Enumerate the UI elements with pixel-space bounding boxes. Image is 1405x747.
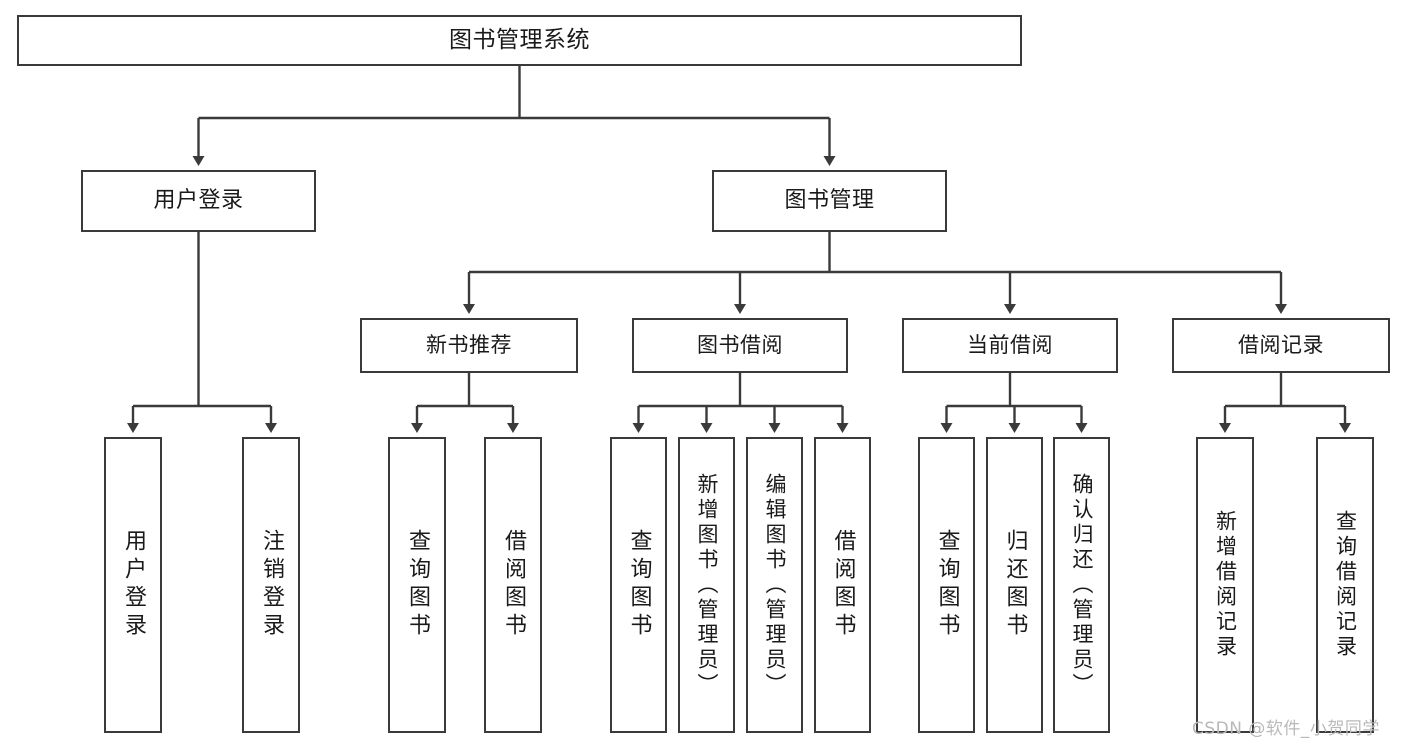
node-leaf-11[interactable]: 新增借阅记录	[1196, 437, 1254, 733]
node-leaf-12[interactable]: 查询借阅记录	[1316, 437, 1374, 733]
node-leaf-2-label: 查询图书	[405, 529, 430, 641]
node-leaf-8[interactable]: 查询图书	[918, 437, 975, 733]
node-leaf-7-label: 借阅图书	[830, 529, 856, 641]
node-leaf-3-label: 借阅图书	[501, 529, 526, 641]
node-level3-3[interactable]: 借阅记录	[1172, 318, 1390, 373]
node-leaf-11-label: 新增借阅记录	[1213, 510, 1238, 660]
node-leaf-5[interactable]: 新增图书（管理员）	[678, 437, 735, 733]
node-level2-1-label: 图书管理	[784, 188, 875, 214]
node-leaf-8-label: 查询图书	[934, 529, 960, 641]
node-leaf-9[interactable]: 归还图书	[986, 437, 1043, 733]
node-leaf-12-label: 查询借阅记录	[1333, 510, 1358, 660]
node-leaf-0-label: 用户登录	[121, 529, 146, 641]
node-leaf-2[interactable]: 查询图书	[388, 437, 446, 733]
node-leaf-6-label: 编辑图书（管理员）	[763, 472, 787, 698]
node-leaf-1[interactable]: 注销登录	[242, 437, 300, 733]
node-level3-0-label: 新书推荐	[426, 333, 512, 358]
node-leaf-3[interactable]: 借阅图书	[484, 437, 542, 733]
node-level3-1[interactable]: 图书借阅	[632, 318, 848, 373]
node-level3-3-label: 借阅记录	[1238, 333, 1324, 358]
node-leaf-10[interactable]: 确认归还（管理员）	[1053, 437, 1110, 733]
node-level3-1-label: 图书借阅	[697, 333, 783, 358]
node-leaf-10-label: 确认归还（管理员）	[1070, 472, 1094, 698]
node-leaf-6[interactable]: 编辑图书（管理员）	[746, 437, 803, 733]
node-leaf-1-label: 注销登录	[259, 529, 284, 641]
node-leaf-5-label: 新增图书（管理员）	[695, 472, 719, 698]
node-root[interactable]: 图书管理系统	[17, 15, 1022, 66]
node-leaf-0[interactable]: 用户登录	[104, 437, 162, 733]
node-level2-0-label: 用户登录	[153, 188, 244, 214]
node-level2-0[interactable]: 用户登录	[81, 170, 316, 232]
node-leaf-7[interactable]: 借阅图书	[814, 437, 871, 733]
node-level3-2-label: 当前借阅	[967, 333, 1053, 358]
node-leaf-9-label: 归还图书	[1002, 529, 1028, 641]
node-level2-1[interactable]: 图书管理	[712, 170, 947, 232]
node-leaf-4-label: 查询图书	[626, 529, 652, 641]
csdn-watermark: CSDN @软件_小贺同学	[1192, 719, 1380, 739]
node-root-label: 图书管理系统	[449, 27, 590, 54]
node-level3-0[interactable]: 新书推荐	[360, 318, 578, 373]
node-level3-2[interactable]: 当前借阅	[902, 318, 1118, 373]
node-leaf-4[interactable]: 查询图书	[610, 437, 667, 733]
